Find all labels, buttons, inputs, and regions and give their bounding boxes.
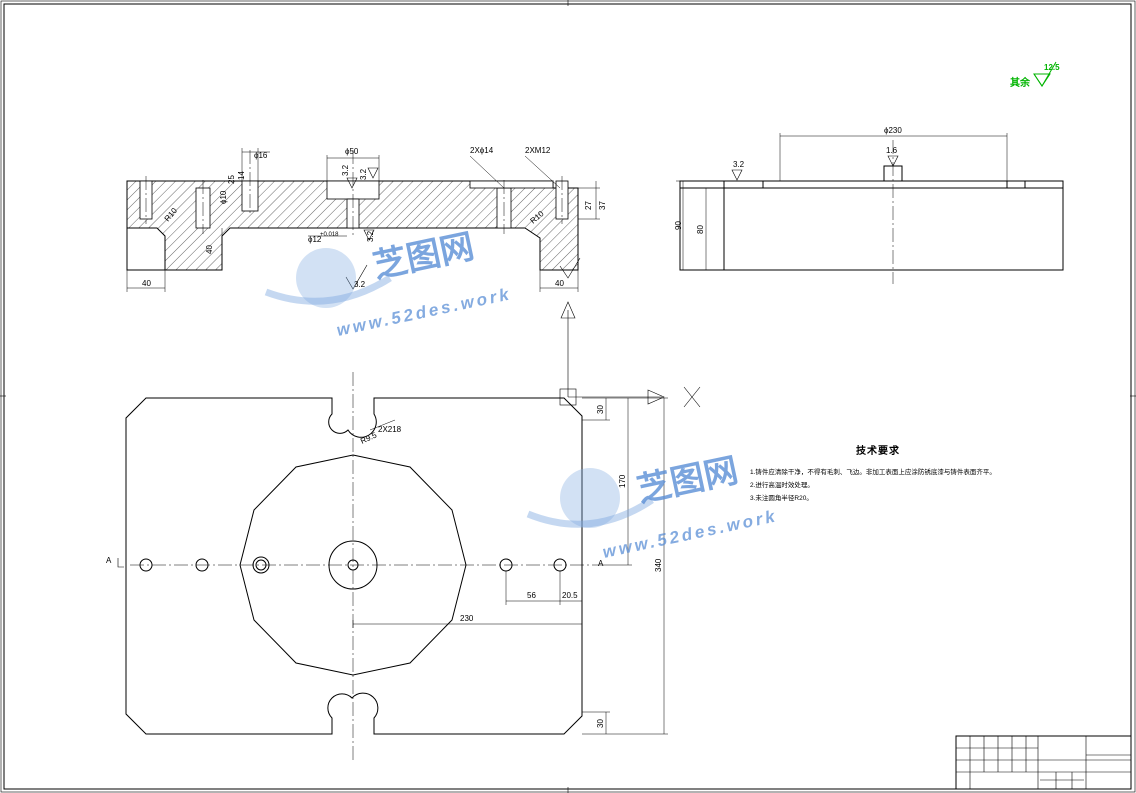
dim-tol: +0.018	[320, 232, 339, 238]
dim-170: 170	[618, 474, 627, 488]
section-arrow-left	[117, 558, 124, 568]
rough-a: 3.2	[341, 164, 350, 176]
top-step	[469, 180, 554, 189]
dim-230: 230	[460, 614, 474, 623]
dim-phi50: ϕ50	[345, 147, 359, 156]
dim-phi16: ϕ16	[254, 151, 268, 160]
dim-90: 90	[674, 221, 683, 230]
tech-line-2: 2.进行高温时效处理。	[750, 480, 814, 489]
watermark-bottom: 芝图网 www.52des.work	[526, 451, 779, 562]
side-view: ϕ230 3.2 1.6 90 80	[674, 126, 1064, 284]
watermark-globe	[296, 248, 356, 308]
dim-40-right: 40	[555, 279, 564, 288]
watermark-swoosh	[526, 497, 654, 528]
tech-line-1: 1.铸件应清除干净，不得有毛刺、飞边。非加工表面上应涂防锈底漆与铸件表面齐平。	[750, 467, 996, 476]
rough-b: 3.2	[359, 168, 368, 180]
phi230-boss-outline	[239, 454, 467, 676]
dim-14: 14	[237, 171, 246, 180]
general-roughness: 其余 12.5	[1010, 61, 1060, 89]
inner-frame	[3, 3, 1132, 790]
axis-y-arrow	[560, 301, 576, 319]
rough-d: 3.2	[354, 280, 366, 289]
phi50-circle	[328, 540, 378, 590]
dim-56: 56	[527, 591, 536, 600]
phi14-hole-left	[195, 558, 209, 572]
watermark-brand: 芝图网	[634, 451, 742, 509]
dim-25: 25	[227, 175, 236, 184]
title-block	[955, 735, 1132, 790]
tech-title: 技术要求	[856, 444, 900, 457]
dim-80: 80	[696, 225, 705, 234]
dim-phi12: ϕ12	[308, 235, 322, 244]
m12-hole-left	[139, 558, 153, 572]
roughness-mark	[367, 167, 379, 179]
plan-view: 2X218 R9.5 30 170 30 340 56 20.5 230 A A	[106, 301, 701, 760]
dim-40-mid: 40	[205, 245, 214, 254]
section-mark-right: A	[598, 559, 604, 568]
rough-left: 3.2	[733, 160, 745, 169]
axis-x-arrow	[647, 389, 665, 405]
side-body	[679, 180, 1064, 271]
phi12-circle	[347, 559, 359, 571]
plan-outline	[125, 397, 583, 735]
roughness-mark	[346, 177, 358, 189]
dim-40-left: 40	[142, 279, 151, 288]
leader-m12	[524, 155, 561, 189]
dim-20-5: 20.5	[562, 591, 578, 600]
tech-line-3: 3.未注圆角半径R20。	[750, 493, 813, 502]
watermark-globe	[560, 468, 620, 528]
leader-slot	[369, 419, 396, 431]
rough-center: 1.6	[886, 146, 898, 155]
dim-37: 37	[598, 201, 607, 210]
rough-c: 3.2	[366, 230, 375, 242]
section-view: 40 40 40 ϕ16 25 14 ϕ10 ϕ50 ϕ12 +0.018 2X…	[126, 146, 607, 292]
dim-27: 27	[584, 201, 593, 210]
watermark-brand: 芝图网	[370, 227, 478, 285]
leader-phi14	[469, 155, 505, 189]
roughness-value: 12.5	[1044, 63, 1060, 72]
dim-2x218: 2X218	[378, 425, 402, 434]
roughness-mark	[731, 169, 743, 181]
dim-r9-5: R9.5	[359, 430, 379, 446]
dim-340: 340	[654, 558, 663, 572]
watermark-swoosh	[264, 275, 392, 305]
section-mark-left: A	[106, 556, 112, 565]
dim-30-bot: 30	[596, 719, 605, 728]
x-symbol	[683, 386, 701, 408]
phi16-hole	[252, 556, 270, 574]
dim-phi10: ϕ10	[219, 190, 228, 204]
dim-phi230: ϕ230	[884, 126, 902, 135]
technical-requirements: 技术要求 1.铸件应清除干净，不得有毛刺、飞边。非加工表面上应涂防锈底漆与铸件表…	[750, 444, 996, 502]
roughness-mark	[345, 264, 368, 290]
dim-2xm12: 2XM12	[525, 146, 551, 155]
left-foot	[126, 228, 165, 271]
roughness-mark	[887, 155, 899, 167]
watermark-top: 芝图网 www.52des.work	[264, 227, 513, 340]
title-block-frame	[955, 735, 1132, 790]
roughness-mark	[363, 229, 375, 241]
phi10-hole	[255, 559, 267, 571]
roughness-label: 其余	[1010, 76, 1031, 89]
roughness-mark	[559, 257, 581, 279]
dim-30-top: 30	[596, 405, 605, 414]
dim-2xphi14: 2Xϕ14	[470, 146, 494, 155]
